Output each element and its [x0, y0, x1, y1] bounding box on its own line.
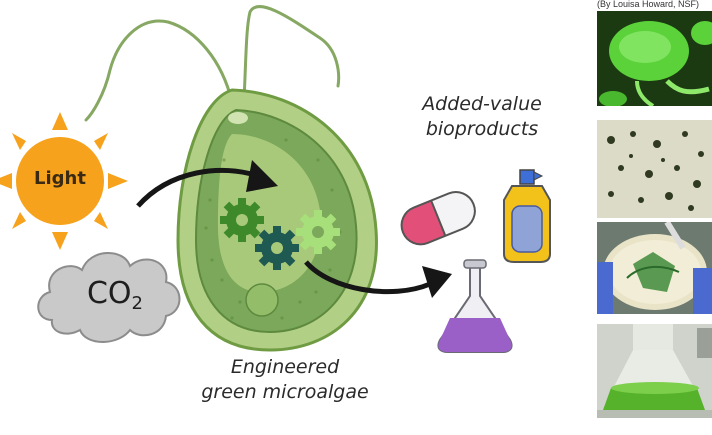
algae-caption-line1: Engineered: [230, 356, 340, 378]
arrow-icon: [304, 260, 452, 298]
algae-cells-photo: [597, 120, 712, 218]
flagella: [84, 5, 341, 122]
co2-main: CO: [86, 276, 132, 311]
flask-icon: [437, 259, 513, 353]
co2-subscript: 2: [131, 293, 143, 314]
cloud-icon: [37, 252, 181, 343]
algae-caption: Engineered green microalgae: [185, 355, 385, 405]
gear-icon: [220, 198, 264, 242]
products-caption: Added-value bioproducts: [392, 92, 572, 142]
micrograph-photo: [597, 11, 712, 106]
petri-dish-photo: [597, 222, 712, 314]
bottle-icon: [503, 169, 551, 263]
gear-icon: [296, 210, 340, 254]
sun-icon: [0, 112, 128, 250]
flask-culture-photo: [597, 324, 712, 418]
photo-credit: (By Louisa Howard, NSF): [597, 0, 700, 9]
gear-icon: [255, 226, 299, 270]
algae-cell: [176, 88, 378, 352]
pill-icon: [400, 191, 476, 246]
arrow-icon: [136, 160, 278, 208]
algae-caption-line2: green microalgae: [201, 381, 369, 403]
products-caption-line2: bioproducts: [425, 118, 539, 140]
light-label: Light: [34, 168, 86, 189]
co2-label: CO2: [60, 276, 170, 314]
products-caption-line1: Added-value: [422, 93, 542, 115]
